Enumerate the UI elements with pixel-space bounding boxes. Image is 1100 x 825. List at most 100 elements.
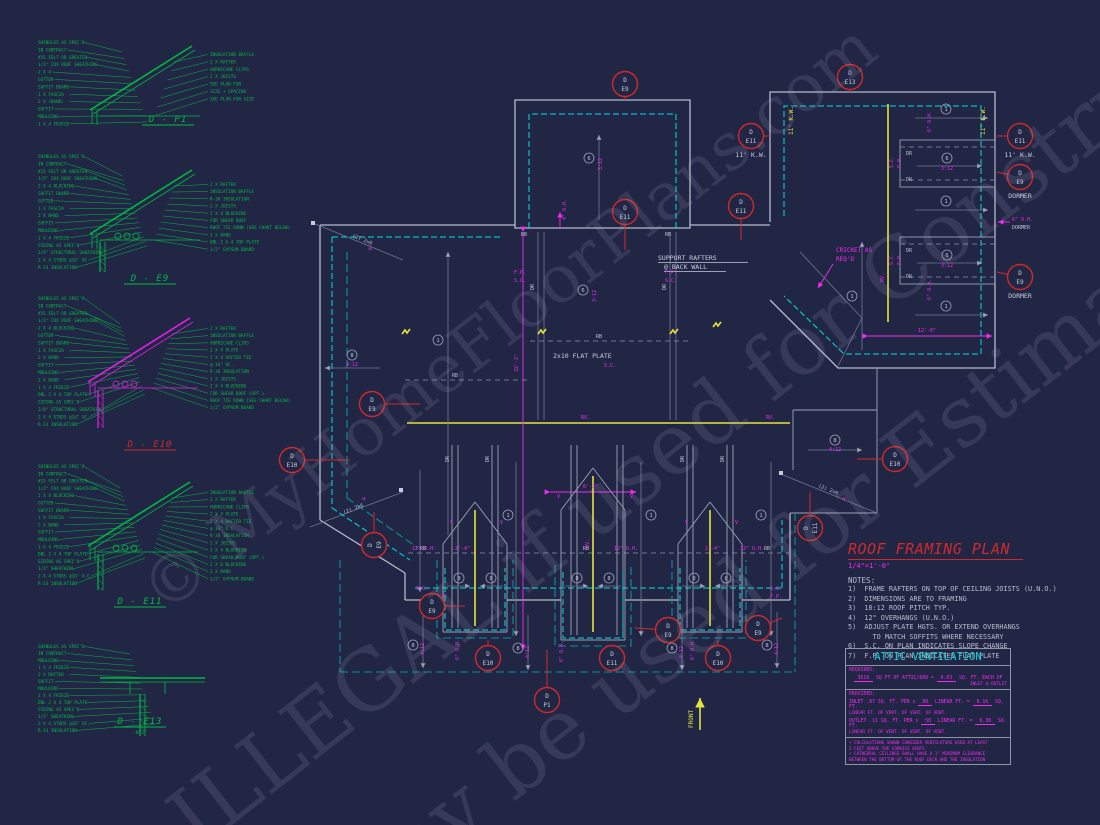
- detail-callout-bubble: [737, 122, 765, 150]
- inlet-length-unit: LINEAR FT.: [935, 700, 964, 705]
- detail-label: SIDING AS SPEC'D: [38, 243, 80, 249]
- wall-hatch: [97, 400, 104, 407]
- callout-sheet-letter: D: [623, 77, 627, 84]
- support-rafters-note: SUPPORT RAFTERS: [658, 254, 717, 262]
- callout-detail-code: E11: [746, 138, 757, 145]
- slope-ratio: 3:12: [941, 263, 953, 269]
- detail-label: HURRICANE CLIPS: [210, 340, 249, 346]
- slope-change-tag: S.C.: [416, 586, 428, 592]
- slope-change-tag: S.C.: [665, 278, 677, 284]
- wall-hatch: [99, 245, 106, 252]
- callout-sheet-letter: D: [1018, 129, 1022, 136]
- detail-label: 1 X 4 FRIEZE: [38, 544, 69, 550]
- detail-leader: [173, 184, 209, 187]
- overhang-dim: 12" O.H.: [740, 546, 764, 552]
- slope-ratio: 3:12: [941, 166, 953, 172]
- detail-label: 2 X (BAND): [38, 99, 64, 105]
- detail-label: SOFFIT BOARD: [38, 191, 69, 197]
- rafter-line: [89, 45, 193, 111]
- flat-plate-tag: F.P.: [897, 156, 903, 168]
- detail-label: 2 X JOISTS: [210, 204, 236, 210]
- outlet-subrow: LINEAR FT. OF VENT. OF VENT. OF VENT.: [849, 730, 1007, 735]
- detail-label: #15 FELT OR GREATER: [38, 479, 88, 485]
- detail-leader: [86, 700, 147, 703]
- slope-marker: [688, 572, 700, 584]
- slope-marker: [583, 152, 595, 164]
- detail-leader: [160, 83, 209, 99]
- slope-change-tag: S.C.: [514, 278, 526, 284]
- detail-leader: [79, 706, 149, 710]
- detail-leader: [162, 358, 209, 365]
- slope-marker: [571, 572, 583, 584]
- valley-tag: V: [500, 520, 503, 526]
- detail-label: 1 X 4 FRIEZE: [38, 121, 69, 127]
- detail-label: 1/2" CDX ROOF SHEATHING: [38, 176, 98, 182]
- sheathing-line: [90, 321, 194, 387]
- dormer-tag: DR: [485, 455, 491, 462]
- slope-marker-number: 8: [350, 353, 353, 359]
- detail-leader: [74, 712, 151, 717]
- insulation-loop: [130, 544, 138, 552]
- construction-details: SHINGLES AS SPEC'D IN CONTRACT #15 FELT OR…: [38, 40, 290, 736]
- slope-marker: [502, 509, 514, 521]
- detail-label: 1/2" CDX ROOF SHEATHING: [38, 318, 98, 324]
- insulation-loop: [121, 380, 129, 388]
- detail-leader: [153, 547, 209, 572]
- slope-marker-number: 6: [945, 156, 948, 162]
- callout-detail-code: E11: [812, 522, 819, 533]
- detail-label: HURRICANE CLIPS: [210, 504, 249, 510]
- front-gables: [436, 445, 747, 647]
- detail-label: FOR SHEAR ROOF (OPT.): [210, 391, 264, 397]
- callout-detail-code: E11: [607, 660, 618, 667]
- detail-leader: [69, 509, 130, 515]
- wall-hatch: [139, 711, 146, 718]
- dimension-text: 32'-2": [514, 354, 520, 372]
- callout-detail-code: E11: [620, 214, 631, 221]
- detail-leader: [66, 49, 125, 59]
- detail-label: 2 X JOISTS: [210, 74, 236, 80]
- detail-leader: [166, 348, 209, 351]
- callout-sheet-letter: D: [1018, 270, 1022, 277]
- dormer-label: DORMER: [1012, 225, 1031, 231]
- detail-label: 1/2" CDX ROOF SHEATHING: [38, 486, 98, 492]
- detail-leader: [160, 529, 209, 544]
- detail-label: 2 X 4 STUDS @16" O.C.: [38, 574, 92, 580]
- detail-callout-bubble: [654, 616, 682, 644]
- overhang-dim: 6" O.H.: [927, 111, 933, 132]
- header-tag: (2) 2x6: [351, 233, 373, 246]
- valley-tag: V: [630, 494, 633, 500]
- inlet-value: 6.16: [972, 700, 993, 706]
- detail-label: SHINGLES AS SPEC'D: [38, 464, 85, 470]
- construction-detail: SHINGLES AS SPEC'DIN CONTRACT#15 FELT OR…: [38, 464, 264, 608]
- required-row: 3619 SQ FT OF ATTIC/600 = 6.03 SQ. FT. E…: [849, 676, 1007, 682]
- detail-label: SOFFIT: [38, 530, 54, 536]
- detail-label: GUTTER: [38, 501, 54, 507]
- sheathing-line: [90, 485, 194, 551]
- detail-leader: [169, 197, 209, 200]
- support-rafters-note: @ BACK WALL: [664, 263, 707, 271]
- detail-label: IN CONTRACT: [38, 161, 67, 167]
- detail-callout-bubble: [278, 446, 306, 474]
- outlet-rate-unit: LINEAR FT. OF VENT.: [849, 730, 900, 735]
- notes-heading: NOTES:: [848, 576, 876, 585]
- detail-leader: [59, 531, 136, 540]
- slope-marker: [846, 290, 858, 302]
- detail-leader: [162, 215, 209, 221]
- slope-marker: [603, 572, 615, 584]
- detail-callout-bubble: [360, 531, 388, 559]
- detail-label: INSULATION BAFFLE: [210, 490, 254, 496]
- slope-marker-number: 1: [944, 304, 947, 310]
- detail-label: SHINGLES AS SPEC'D: [38, 40, 85, 46]
- rb-tag: RB: [583, 546, 589, 552]
- wall-hatch: [139, 718, 146, 725]
- slope-marker-number: 8: [489, 576, 492, 582]
- detail-label: #15 FELT OR GREATER: [38, 311, 88, 317]
- detail-label: 2 X 4 STUDS @16" OC.: [38, 258, 90, 264]
- slope-marker: [432, 334, 444, 346]
- dormer-tag: DR: [445, 455, 451, 462]
- overhang-dim: 4" O.H.: [562, 199, 568, 220]
- detail-callout-bubble: [1006, 163, 1034, 191]
- detail-leader: [101, 385, 143, 410]
- main-roof-body: [309, 212, 878, 673]
